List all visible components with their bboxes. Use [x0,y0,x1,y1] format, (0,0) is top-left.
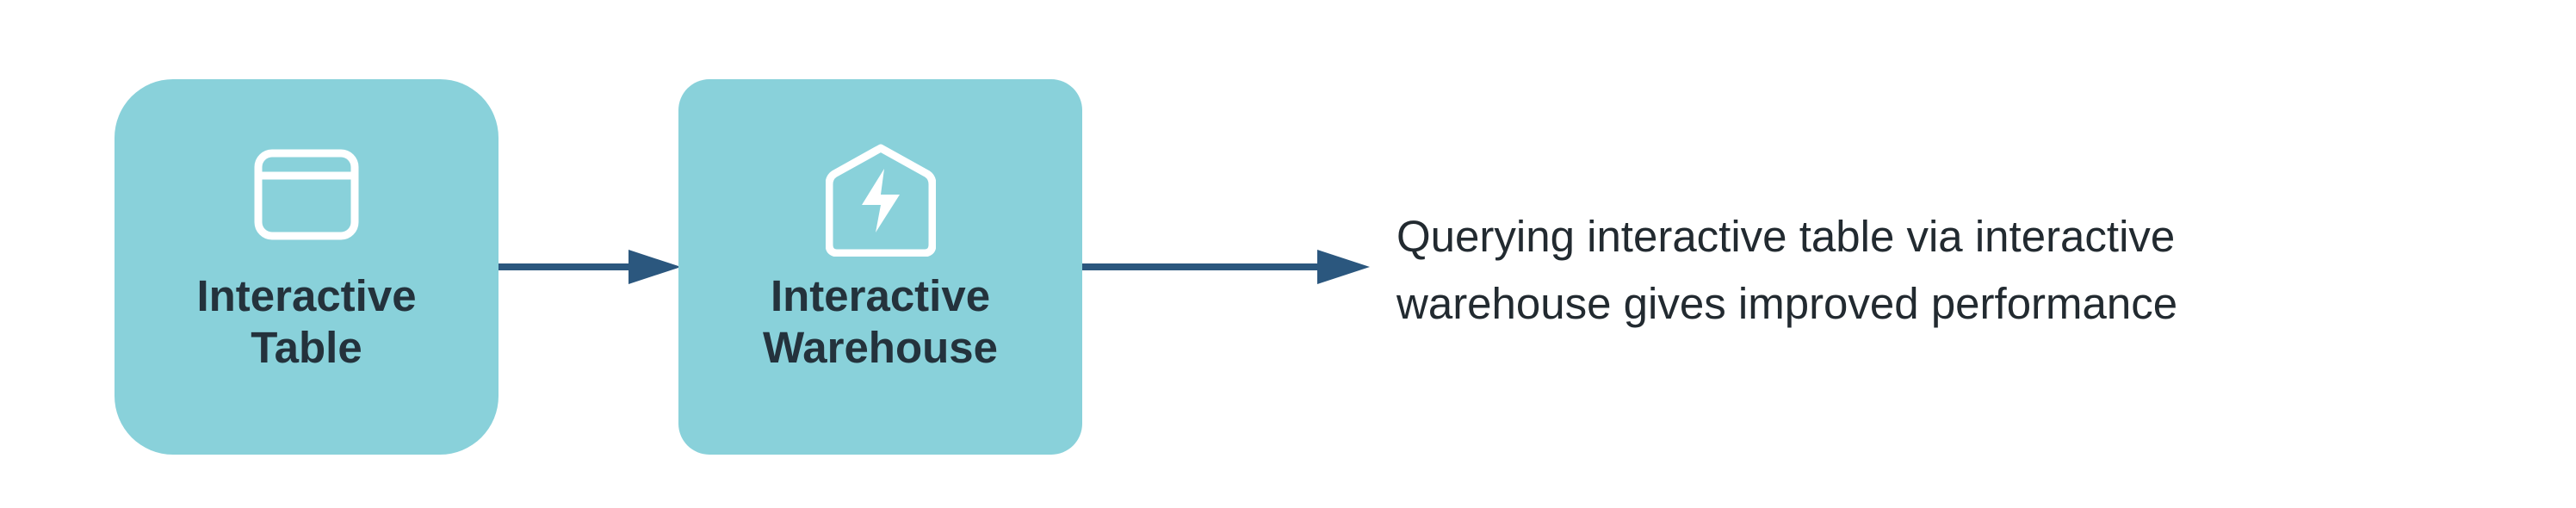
interactive-warehouse-label-line2: Warehouse [762,323,998,372]
result-description: Querying interactive table via interacti… [1396,203,2257,338]
warehouse-bolt-icon [825,144,936,257]
result-description-line1: Querying interactive table via interacti… [1396,212,2176,261]
arrow-table-to-warehouse [498,250,681,284]
interactive-warehouse-node: Interactive Warehouse [678,79,1082,455]
result-description-line2: warehouse gives improved performance [1396,279,2178,328]
interactive-table-label-line2: Table [251,323,362,372]
interactive-table-label-line1: Interactive [196,271,417,320]
interactive-table-node: Interactive Table [115,79,498,455]
interactive-table-label: Interactive Table [115,270,498,374]
interactive-warehouse-label-line1: Interactive [770,271,991,320]
interactive-warehouse-label: Interactive Warehouse [678,270,1082,374]
arrow-warehouse-to-result [1082,250,1370,284]
table-window-icon [254,149,359,240]
